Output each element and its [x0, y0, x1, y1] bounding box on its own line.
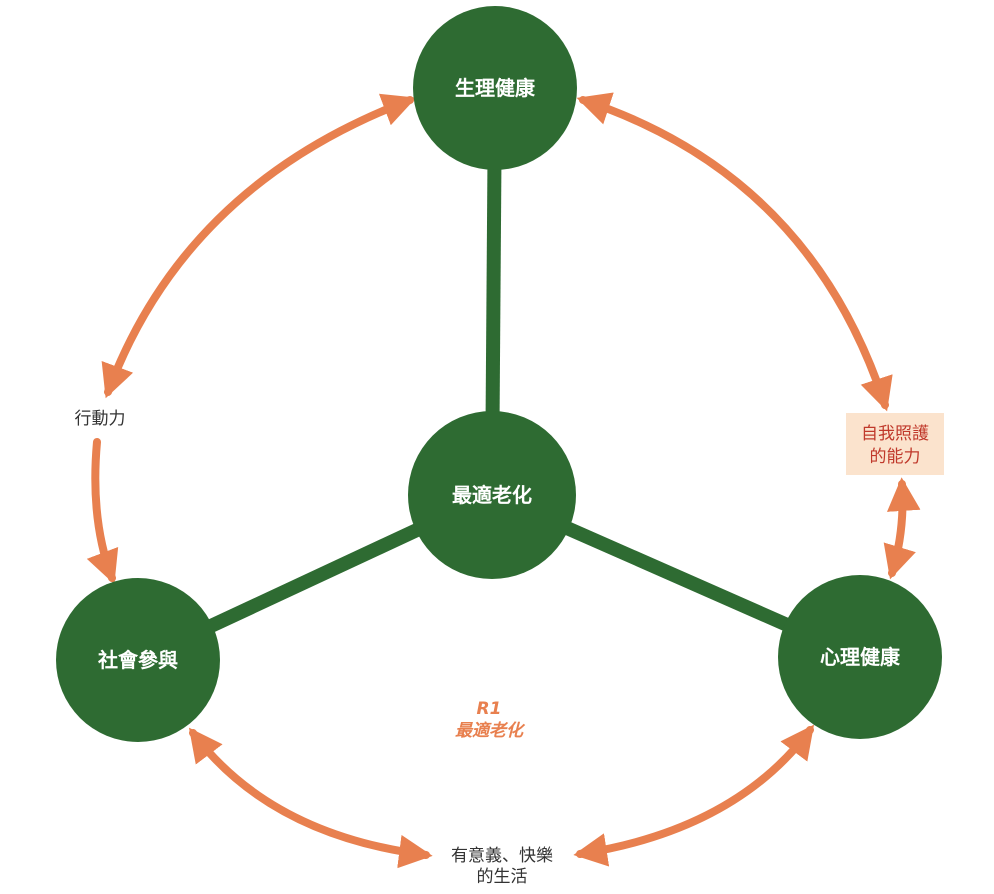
label-self-care-box	[846, 413, 944, 475]
arc-left-to-meaningful	[188, 727, 433, 869]
node-social-participation: 社會參與	[56, 578, 220, 742]
label-meaningful-life-line2: 的生活	[477, 867, 528, 887]
node-optimal-aging-label: 最適老化	[452, 483, 532, 507]
label-self-care-line1: 自我照護	[861, 424, 929, 444]
label-meaningful-life-line1: 有意義、快樂	[451, 846, 553, 866]
arc-meaningful-to-right	[573, 724, 815, 867]
node-mental-health: 心理健康	[778, 575, 942, 739]
caption-code: R1	[477, 699, 502, 719]
caption-title: 最適老化	[455, 721, 526, 741]
arc-selfcare-to-right	[883, 477, 921, 580]
node-physical-health-label: 生理健康	[455, 76, 536, 100]
arc-top-to-mobility	[101, 93, 417, 399]
label-mobility: 行動力	[75, 409, 126, 429]
node-social-participation-label: 社會參與	[97, 648, 178, 672]
node-physical-health: 生理健康	[413, 6, 577, 170]
arc-mobility-to-left	[86, 438, 119, 585]
node-mental-health-label: 心理健康	[820, 645, 901, 669]
label-self-care-line2: 的能力	[870, 447, 921, 467]
node-optimal-aging: 最適老化	[408, 411, 576, 579]
label-self-care: 自我照護 的能力	[846, 413, 944, 475]
arc-top-to-selfcare	[576, 92, 893, 412]
